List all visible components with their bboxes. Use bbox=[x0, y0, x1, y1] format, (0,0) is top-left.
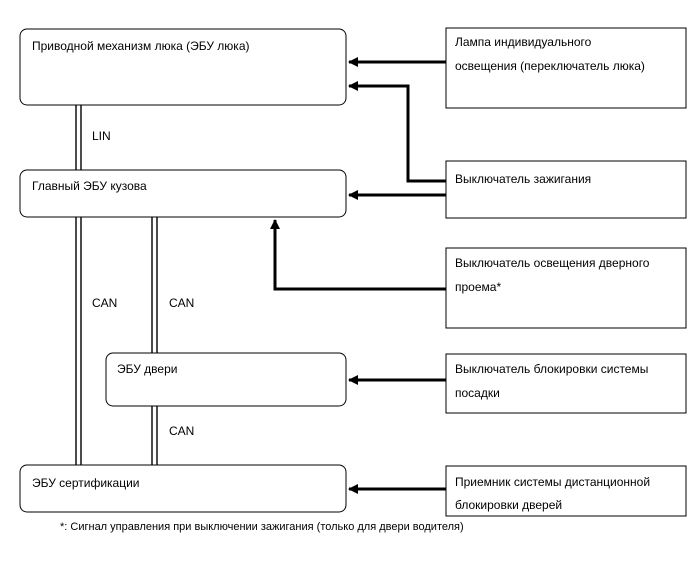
bus-label-can-left: CAN bbox=[92, 296, 117, 310]
ecu-label-cert: ЭБУ сертификации bbox=[32, 476, 140, 490]
ecu-label-door: ЭБУ двери bbox=[117, 362, 177, 376]
input-label-ignition: Выключатель зажигания bbox=[455, 172, 591, 186]
input-label-courtesy-line1: Выключатель освещения дверного bbox=[455, 256, 650, 270]
input-label-remote-line1: Приемник системы дистанционной bbox=[455, 475, 650, 489]
arrow-ignition-to-sunroof bbox=[348, 81, 446, 183]
input-label-lamp-line1: Лампа индивидуального bbox=[455, 35, 592, 49]
ecu-box-sunroof: Приводной механизм люка (ЭБУ люка) bbox=[19, 28, 347, 106]
bus-label-can-door: CAN bbox=[169, 424, 194, 438]
can-bus-line-left bbox=[75, 217, 82, 465]
ecu-label-body: Главный ЭБУ кузова bbox=[32, 179, 147, 193]
footnote: *: Сигнал управления при выключении зажи… bbox=[60, 521, 464, 533]
input-label-courtesy-line2: проема* bbox=[455, 280, 501, 294]
input-box-lamp: Лампа индивидуального освещения (переклю… bbox=[445, 27, 687, 109]
ecu-box-cert: ЭБУ сертификации bbox=[19, 464, 347, 513]
arrow-courtesy-to-body bbox=[270, 219, 446, 291]
input-label-entry-lock-line1: Выключатель блокировки системы bbox=[455, 362, 648, 376]
input-box-ignition: Выключатель зажигания bbox=[445, 160, 687, 219]
input-label-entry-lock-line2: посадки bbox=[455, 386, 500, 400]
input-label-remote-line2: блокировки дверей bbox=[455, 498, 562, 512]
ecu-box-body: Главный ЭБУ кузова bbox=[19, 169, 347, 218]
can-bus-line-middle bbox=[151, 217, 158, 353]
lin-bus-line bbox=[75, 105, 82, 170]
can-bus-line-door bbox=[151, 406, 158, 465]
bus-label-can-middle: CAN bbox=[169, 296, 194, 310]
ecu-box-door: ЭБУ двери bbox=[105, 352, 347, 407]
input-box-courtesy: Выключатель освещения дверного проема* bbox=[445, 247, 687, 329]
input-box-entry-lock: Выключатель блокировки системы посадки bbox=[445, 353, 687, 414]
bus-label-lin: LIN bbox=[92, 129, 111, 143]
input-box-remote: Приемник системы дистанционной блокировк… bbox=[445, 465, 687, 517]
ecu-label-sunroof: Приводной механизм люка (ЭБУ люка) bbox=[32, 39, 250, 53]
input-label-lamp-line2: освещения (переключатель люка) bbox=[455, 59, 645, 73]
